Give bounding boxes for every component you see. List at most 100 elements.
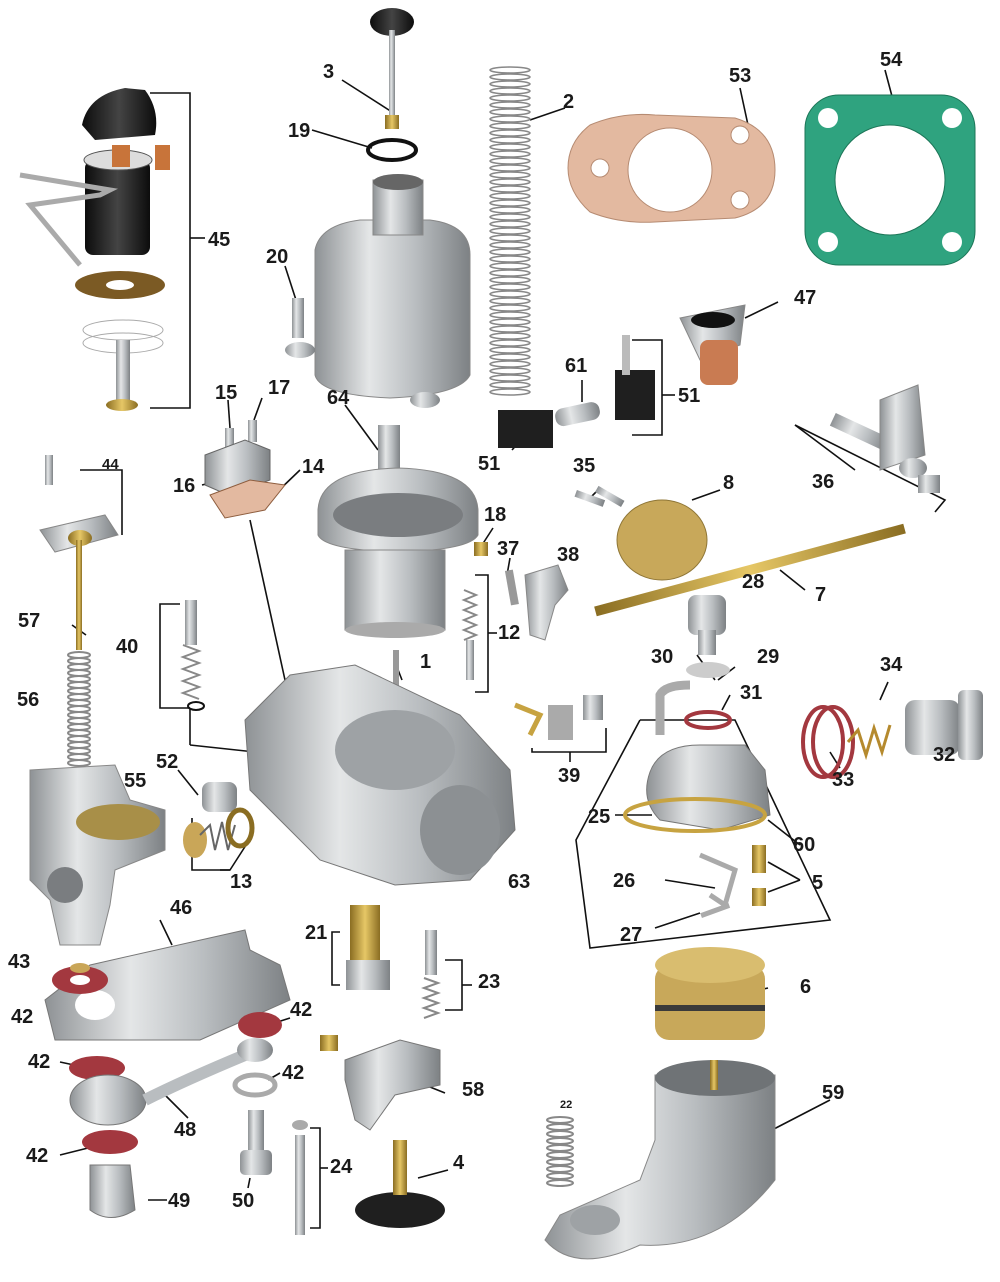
part-label-15: 15 (215, 382, 238, 404)
part-label-26: 26 (613, 870, 636, 892)
part-label-40: 40 (116, 636, 139, 658)
part-42-washer-c (69, 1056, 125, 1080)
part-label-42d: 42 (282, 1062, 305, 1084)
part-label-19: 19 (288, 120, 311, 142)
part-label-38: 38 (557, 544, 580, 566)
part-42-washer-e (82, 1130, 138, 1154)
part-42-washer-d (232, 1072, 278, 1098)
part-20-screw (292, 298, 304, 338)
part-3-piston-damper (370, 8, 414, 129)
part-13-spring-set (183, 807, 255, 858)
part-label-39: 39 (558, 765, 581, 787)
part-label-63: 63 (508, 871, 531, 893)
part-label-22: 22 (560, 1099, 573, 1111)
part-label-23: 23 (478, 971, 501, 993)
part-18-nut (474, 542, 488, 556)
part-label-55: 55 (124, 770, 147, 792)
part-label-57: 57 (18, 610, 41, 632)
part-33-rings (801, 705, 855, 779)
part-label-25: 25 (588, 806, 611, 828)
part-label-8: 8 (723, 472, 735, 494)
part-label-20: 20 (266, 246, 289, 268)
part-40-valve (180, 600, 205, 711)
part-19-o-ring (366, 138, 418, 162)
part-label-42c: 42 (28, 1051, 51, 1073)
part-1-piston (317, 425, 479, 715)
part-63-carburettor-body (244, 664, 516, 886)
part-label-53: 53 (729, 65, 752, 87)
part-label-59: 59 (822, 1082, 845, 1104)
part-label-6: 6 (800, 976, 812, 998)
part-64-suction-chamber (285, 174, 471, 408)
part-17-screw (248, 420, 257, 442)
part-label-61: 61 (565, 355, 588, 377)
part-label-17: 17 (268, 377, 291, 399)
part-26-float-lever (699, 852, 739, 909)
part-59-float-chamber (544, 1060, 776, 1260)
part-label-27: 27 (620, 924, 643, 946)
part-49-banjo-union (89, 1164, 136, 1218)
part-38-lever (524, 564, 569, 641)
part-label-16: 16 (173, 475, 196, 497)
part-label-14: 14 (302, 456, 325, 478)
part-label-52: 52 (156, 751, 179, 773)
part-53-gasket (567, 113, 776, 223)
part-label-34: 34 (880, 654, 903, 676)
part-24-screw (292, 1120, 308, 1235)
part-25-gasket (623, 797, 767, 833)
part-57-needle (76, 540, 82, 650)
part-label-30: 30 (651, 646, 674, 668)
part-50-bolt (240, 1110, 272, 1175)
leader-lines (59, 69, 947, 1229)
part-label-42b: 42 (290, 999, 313, 1021)
part-51-throttle-return (498, 335, 655, 448)
part-label-29: 29 (757, 646, 780, 668)
part-label-51a: 51 (678, 385, 701, 407)
part-6-float (655, 947, 765, 1040)
part-label-49: 49 (168, 1190, 191, 1212)
part-54-gasket (804, 94, 976, 266)
part-label-1: 1 (420, 651, 432, 673)
part-label-56: 56 (17, 689, 40, 711)
part-label-2: 2 (563, 91, 575, 113)
part-label-37: 37 (497, 538, 520, 560)
part-label-13: 13 (230, 871, 253, 893)
part-label-64: 64 (327, 387, 350, 409)
part-28-bolt (688, 595, 726, 655)
part-label-42e: 42 (26, 1145, 49, 1167)
part-label-42a: 42 (11, 1006, 34, 1028)
part-label-46: 46 (170, 897, 193, 919)
part-label-51b: 51 (478, 453, 501, 475)
part-22-spring (546, 1116, 574, 1187)
part-31-washer (684, 710, 732, 730)
part-37-pin (504, 569, 519, 606)
part-label-21: 21 (305, 922, 328, 944)
part-35-screws (574, 485, 625, 507)
part-15-screw (225, 428, 234, 450)
part-39-spring-clip (514, 695, 603, 740)
part-label-5: 5 (812, 872, 824, 894)
part-55-float-body (29, 764, 166, 946)
part-47-cover (679, 304, 746, 385)
part-label-50: 50 (232, 1190, 255, 1212)
part-42-washer-b (238, 1012, 282, 1038)
part-43-nut (70, 963, 90, 973)
part-label-44: 44 (102, 456, 119, 473)
part-23-spring-screw (421, 930, 441, 1019)
part-label-33: 33 (832, 769, 855, 791)
part-label-7: 7 (815, 584, 827, 606)
part-label-24: 24 (330, 1156, 353, 1178)
part-29-washer (686, 662, 730, 678)
part-52-bush (202, 782, 237, 812)
part-label-58: 58 (462, 1079, 485, 1101)
part-label-12: 12 (498, 622, 521, 644)
part-label-32: 32 (933, 744, 956, 766)
part-label-4: 4 (453, 1152, 465, 1174)
part-label-48: 48 (174, 1119, 197, 1141)
part-4-diaphragm (355, 1140, 445, 1228)
part-30-tube (655, 680, 691, 735)
part-12-jet-adjuster (461, 589, 479, 680)
part-label-60: 60 (793, 834, 816, 856)
part-label-3: 3 (323, 61, 335, 83)
